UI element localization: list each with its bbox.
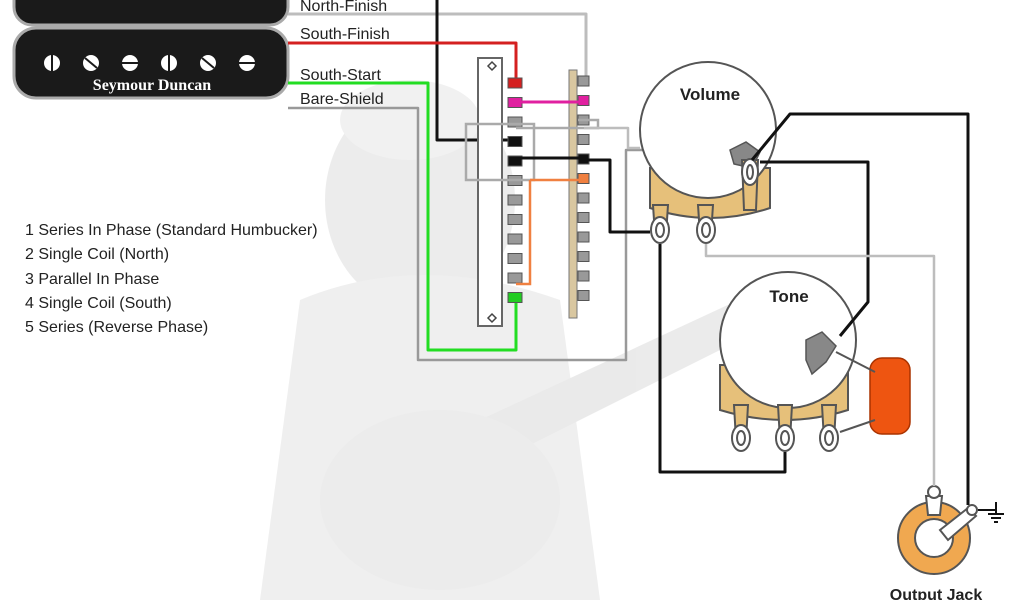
five-way-switch [464,57,600,327]
pole-pieces [42,53,257,73]
switch-lug [507,136,523,147]
switch-positions-legend: 1 Series In Phase (Standard Humbucker) 2… [25,219,318,340]
switch-lug [577,192,590,204]
switch-lug [507,214,523,225]
switch-lug [507,77,523,89]
switch-lug [507,155,523,167]
circuit-wires [584,112,970,505]
switch-lug [577,134,590,145]
ground-symbol-icon [978,502,1004,523]
switch-lug [577,212,590,223]
label-south-finish: South-Finish [300,26,390,43]
volume-label: Volume [680,85,740,104]
switch-lug [577,173,590,184]
label-bare-shield: Bare-Shield [300,91,384,108]
wire-north-finish [288,12,588,78]
tone-lugs [731,404,839,452]
position-5: 5 Series (Reverse Phase) [25,319,209,337]
position-4: 4 Single Coil (South) [25,294,172,312]
wire-south-finish [288,41,518,80]
volume-pot: Volume [639,61,777,244]
tone-pot: Tone [719,271,857,452]
switch-lug [507,116,523,128]
switch-lugs-right [577,75,590,301]
switch-lug [577,231,590,243]
switch-lug [507,253,523,264]
switch-lug [507,292,523,303]
position-1: 1 Series In Phase (Standard Humbucker) [25,222,318,239]
switch-lug [507,194,523,206]
switch-lugs-left [507,77,523,303]
switch-lug [577,270,590,282]
tone-capacitor [869,357,911,435]
switch-lug [577,75,590,87]
tone-label: Tone [769,287,808,306]
volume-lugs [650,158,760,244]
background-figure [260,80,780,600]
switch-lug [507,233,523,245]
pickup-brand-label: Seymour Duncan [93,77,211,94]
switch-lug [577,290,590,301]
position-2: 2 Single Coil (North) [25,246,170,264]
label-north-finish: North-Finish [300,0,387,15]
output-jack: Output Jack [890,485,983,600]
position-3: 3 Parallel In Phase [25,270,160,288]
wire-south-start [288,81,518,352]
humbucker-pickup: Seymour Duncan [12,0,290,100]
switch-lug [577,251,590,262]
wire-bare-shield [288,106,660,362]
output-jack-label: Output Jack [890,587,983,600]
label-south-start: South-Start [300,67,381,84]
switch-lug [507,272,523,284]
